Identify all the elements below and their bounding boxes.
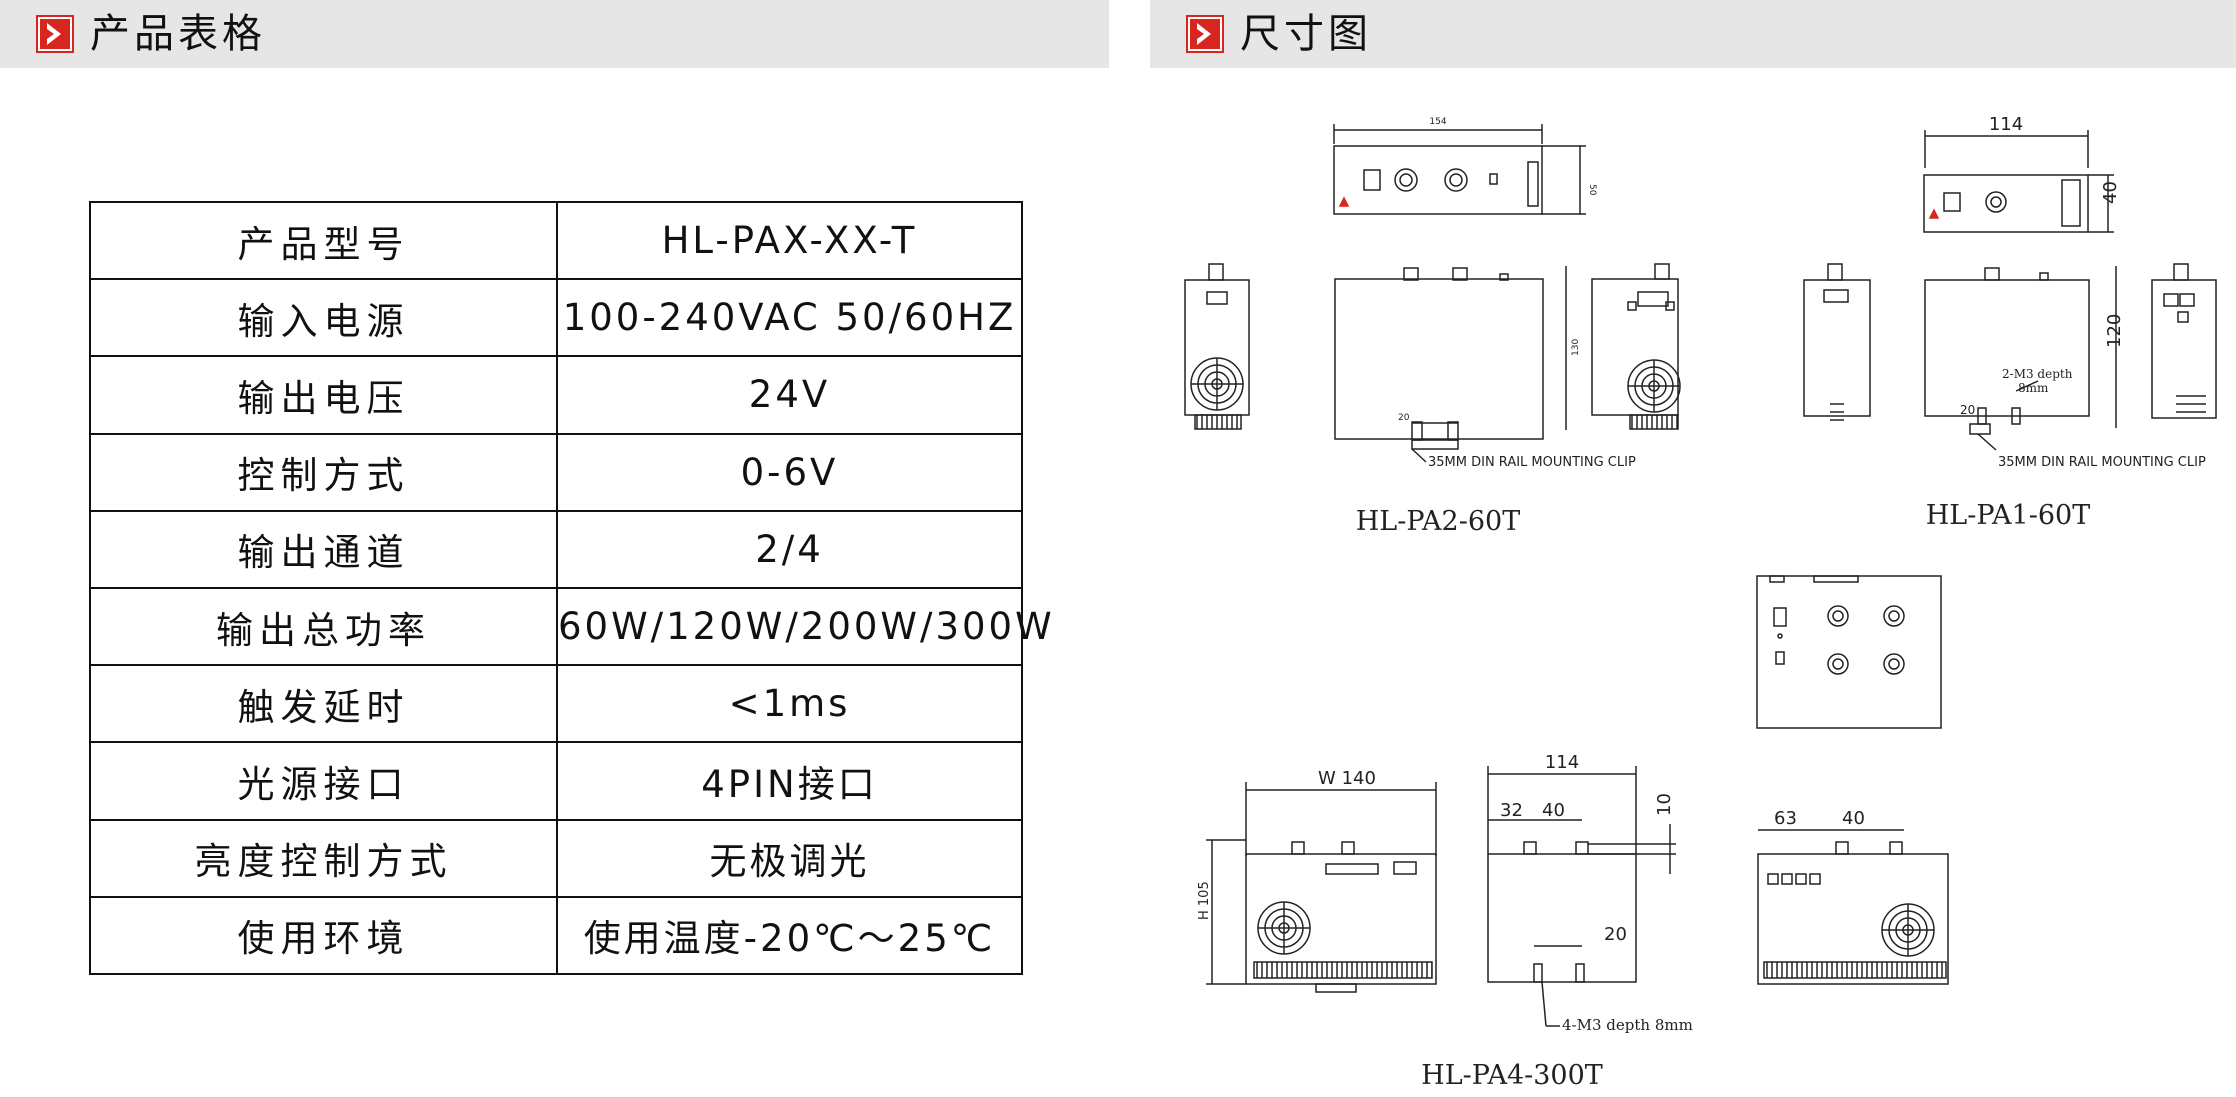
pa2-top-height-label: 50 — [1587, 184, 1597, 196]
pa1-side-view: 120 — [2104, 263, 2217, 428]
spec-value: HL-PAX-XX-T — [556, 200, 1023, 281]
spec-value: 24V — [556, 355, 1023, 435]
spec-key: 光源接口 — [89, 741, 558, 821]
dimension-section-header: 尺寸图 — [1150, 0, 2236, 68]
spec-value: 无极调光 — [556, 818, 1023, 898]
spec-key: 输出通道 — [89, 509, 558, 589]
pa4-dim-32: 32 — [1500, 800, 1523, 821]
pa2-width-label: 154 — [1429, 117, 1446, 127]
pa4-top-view — [1756, 575, 1942, 729]
chevron-right-icon — [36, 15, 74, 53]
pa1-width-label: 114 — [1989, 114, 2023, 135]
pa4-front-view-mid: 114 32 40 10 20 4-M3 depth 8mm — [1487, 752, 1693, 1034]
pa2-clip-label: 35MM DIN RAIL MOUNTING CLIP — [1428, 455, 1636, 470]
pa4-mid-width-label: 114 — [1545, 752, 1579, 773]
pa2-front-view: 20 35MM DIN RAIL MOUNTING CLIP — [1334, 267, 1636, 470]
spec-section-header: 产品表格 — [0, 0, 1109, 68]
pa4-model-label: HL-PA4-300T — [1421, 1060, 1603, 1091]
spec-key: 亮度控制方式 — [89, 818, 558, 898]
pa2-clip-dim-label: 20 — [1398, 413, 1410, 423]
pa4-width-label: W 140 — [1318, 768, 1376, 789]
pa4-hole-label: 4-M3 depth 8mm — [1562, 1016, 1693, 1034]
spec-key: 使用环境 — [89, 895, 558, 976]
spec-key: 触发延时 — [89, 664, 558, 744]
spec-value: <1ms — [556, 664, 1023, 744]
spec-value: 100-240VAC 50/60HZ — [556, 278, 1023, 358]
spec-section-title: 产品表格 — [90, 11, 266, 57]
spec-key: 产品型号 — [89, 200, 558, 281]
table-row: 使用环境使用温度-20℃～25℃ — [89, 895, 1023, 976]
pa2-side-height-label: 130 — [1571, 339, 1581, 356]
spec-key: 输出电压 — [89, 355, 558, 435]
pa2-side-view-small — [1184, 263, 1250, 430]
pa4-dim-40b: 40 — [1842, 808, 1865, 829]
pa4-dim-20: 20 — [1604, 924, 1627, 945]
pa4-dim-63: 63 — [1774, 808, 1797, 829]
pa1-top-view: 114 40 — [1923, 114, 2121, 233]
pa1-side-view-small — [1803, 263, 1871, 421]
pa1-front-view: 20 2-M3 depth 8mm 35MM DIN RAIL MOUNTING… — [1924, 267, 2206, 470]
pa1-hole-label: 2-M3 depth — [2002, 367, 2073, 381]
spec-value: 60W/120W/200W/300W — [556, 586, 1052, 667]
pa1-hole-depth: 8mm — [2018, 381, 2049, 395]
spec-value: 4PIN接口 — [556, 741, 1023, 821]
table-row: 触发延时<1ms — [89, 664, 1023, 744]
spec-value: 2/4 — [556, 509, 1023, 589]
pa2-side-view: 130 — [1565, 263, 1681, 430]
chevron-right-icon — [1186, 15, 1224, 53]
table-row: 亮度控制方式无极调光 — [89, 818, 1023, 898]
pa1-clip-dim-label: 20 — [1960, 403, 1975, 417]
pa4-dim-10: 10 — [1654, 793, 1675, 816]
pa2-top-view: 154 50 — [1333, 117, 1597, 215]
spec-value: 0-6V — [556, 432, 1023, 512]
pa1-clip-label: 35MM DIN RAIL MOUNTING CLIP — [1998, 455, 2206, 470]
spec-key: 输出总功率 — [89, 586, 558, 667]
pa4-front-view-right: 63 40 — [1757, 808, 1949, 985]
pa2-model-label: HL-PA2-60T — [1356, 506, 1520, 537]
pa4-height-label: H 105 — [1197, 881, 1212, 920]
spec-key: 输入电源 — [89, 278, 558, 358]
pa4-front-view-left: W 140 H 105 — [1197, 768, 1437, 993]
pa1-side-height-label: 120 — [2104, 314, 2125, 348]
spec-key: 控制方式 — [89, 432, 558, 512]
pa1-model-label: HL-PA1-60T — [1926, 500, 2090, 531]
dimension-section-title: 尺寸图 — [1240, 11, 1372, 57]
spec-value: 使用温度-20℃～25℃ — [556, 895, 1023, 976]
pa1-top-height-label: 40 — [2100, 181, 2121, 204]
dimension-drawings: 154 50 20 35MM DIN RAIL MOUNTING CLIP — [1184, 114, 2217, 1091]
pa4-dim-40a: 40 — [1542, 800, 1565, 821]
